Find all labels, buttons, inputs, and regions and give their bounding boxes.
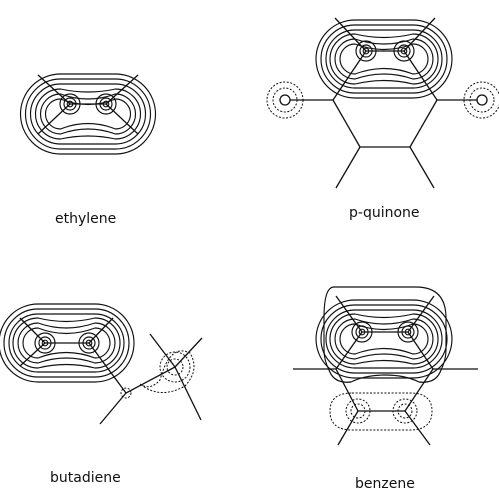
label-butadiene: butadiene bbox=[50, 470, 121, 486]
butadiene-skeleton bbox=[19, 317, 203, 425]
ethylene-contours bbox=[19, 73, 157, 155]
butadiene-contours bbox=[0, 303, 195, 399]
panel-butadiene bbox=[0, 303, 203, 425]
panel-p-quinone bbox=[266, 17, 499, 189]
p-quinone-contours bbox=[266, 19, 499, 119]
p-quinone-skeleton bbox=[290, 17, 477, 189]
benzene-skeleton bbox=[293, 295, 478, 446]
label-benzene: benzene bbox=[355, 476, 415, 492]
label-ethylene: ethylene bbox=[55, 211, 116, 227]
panel-ethylene bbox=[19, 73, 157, 155]
label-p-quinone: p-quinone bbox=[349, 205, 420, 221]
panel-benzene bbox=[293, 286, 478, 446]
ethylene-skeleton bbox=[37, 74, 139, 135]
benzene-contours bbox=[315, 286, 453, 431]
